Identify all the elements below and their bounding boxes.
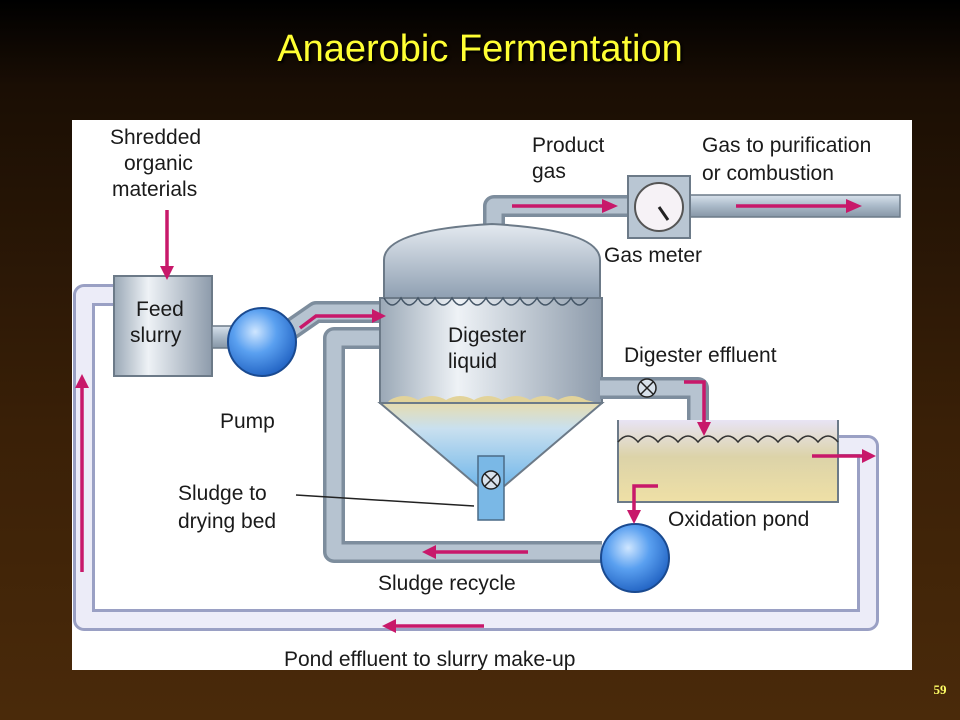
feed-pump-icon xyxy=(227,307,297,377)
oxidation-pond xyxy=(617,420,839,503)
sludge-pointer-line xyxy=(295,494,475,507)
pond-effluent-return-pipe xyxy=(73,284,879,631)
label-oxidation-pond: Oxidation pond xyxy=(668,508,809,531)
arrow-feed-pipe xyxy=(298,314,372,330)
label-gas-out-2: or combustion xyxy=(702,162,834,185)
gas-meter xyxy=(627,175,691,239)
arrow-pond-to-pump xyxy=(632,484,658,510)
label-gas-out-1: Gas to purification xyxy=(702,134,871,157)
label-gas-meter: Gas meter xyxy=(604,244,702,267)
label-shredded-3: materials xyxy=(112,178,197,201)
arrowhead-pond-overflow xyxy=(862,449,876,463)
gas-meter-needle-icon xyxy=(657,206,670,221)
label-sludge-to: Sludge to xyxy=(178,482,267,505)
pond-pump-icon xyxy=(600,523,670,593)
slide-title: Anaerobic Fermentation xyxy=(277,28,683,70)
arrowhead-pond-to-pump xyxy=(627,510,641,524)
arrowhead-sludge-recycle xyxy=(422,545,436,559)
label-liquid: liquid xyxy=(448,350,497,373)
arrowhead-product-gas xyxy=(602,199,618,213)
label-product: Product xyxy=(532,134,605,157)
label-digester-effluent: Digester effluent xyxy=(624,344,777,367)
arrowhead-pond-effluent xyxy=(382,619,396,633)
arrowhead-feed-in xyxy=(160,266,174,280)
arrowhead-digester-effluent xyxy=(697,422,711,436)
slide-number: 59 xyxy=(933,682,947,697)
label-drying-bed: drying bed xyxy=(178,510,276,533)
digester-tank xyxy=(377,222,605,521)
label-shredded-2: organic xyxy=(124,152,193,175)
arrowhead-return-up xyxy=(75,374,89,388)
arrow-digester-effluent xyxy=(684,380,706,422)
label-slurry: slurry xyxy=(130,324,182,347)
label-pump: Pump xyxy=(220,410,275,433)
arrowhead-gas-out xyxy=(846,199,862,213)
label-digester: Digester xyxy=(448,324,526,347)
label-shredded-1: Shredded xyxy=(110,126,201,149)
label-pond-effluent: Pond effluent to slurry make-up xyxy=(284,648,575,670)
diagram-panel: Shredded organic materials Feed slurry P… xyxy=(72,120,912,671)
fermentation-diagram: Shredded organic materials Feed slurry P… xyxy=(73,126,901,671)
label-sludge-recycle: Sludge recycle xyxy=(378,572,516,595)
arrowhead-feed-pipe xyxy=(372,309,386,323)
label-feed: Feed xyxy=(136,298,184,321)
feed-pipe xyxy=(283,301,384,340)
label-gas: gas xyxy=(532,160,566,183)
